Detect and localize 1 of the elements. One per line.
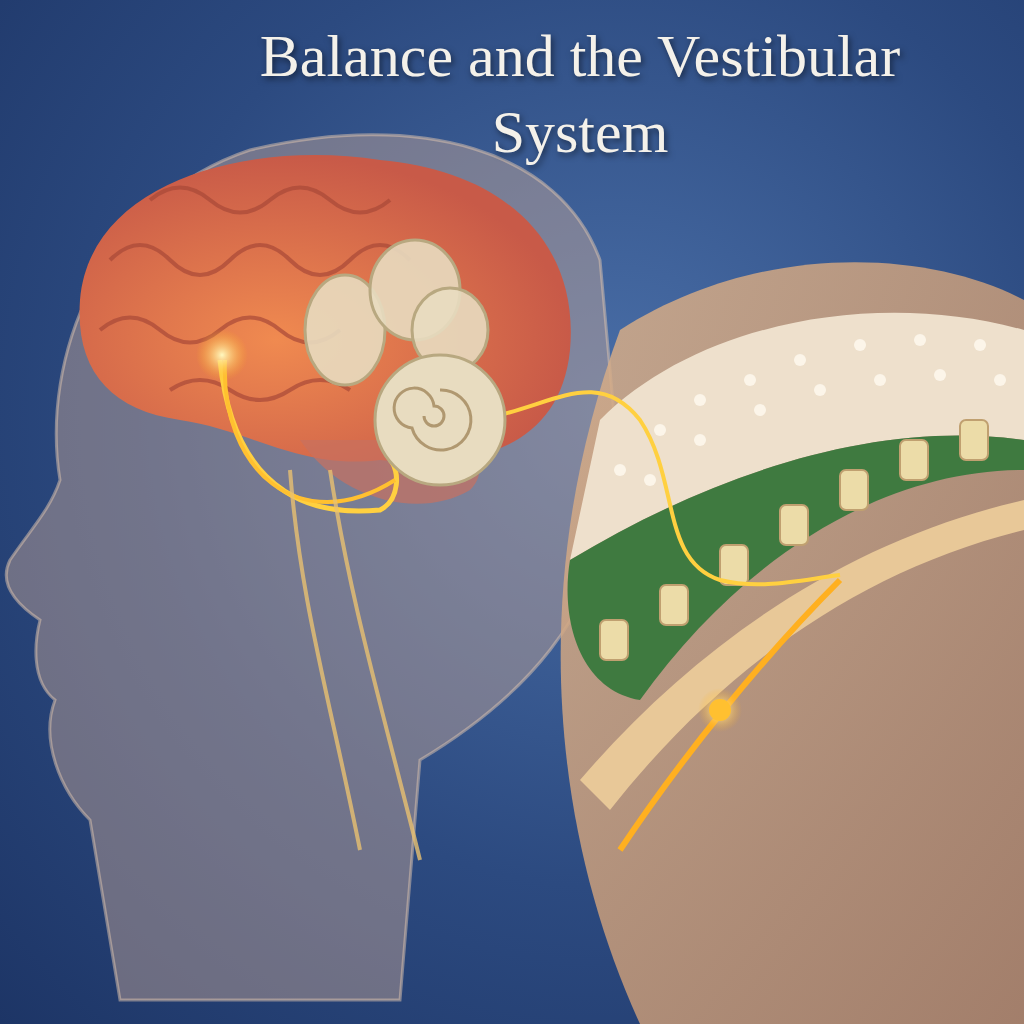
title: Balance and the Vestibular System (258, 22, 902, 167)
